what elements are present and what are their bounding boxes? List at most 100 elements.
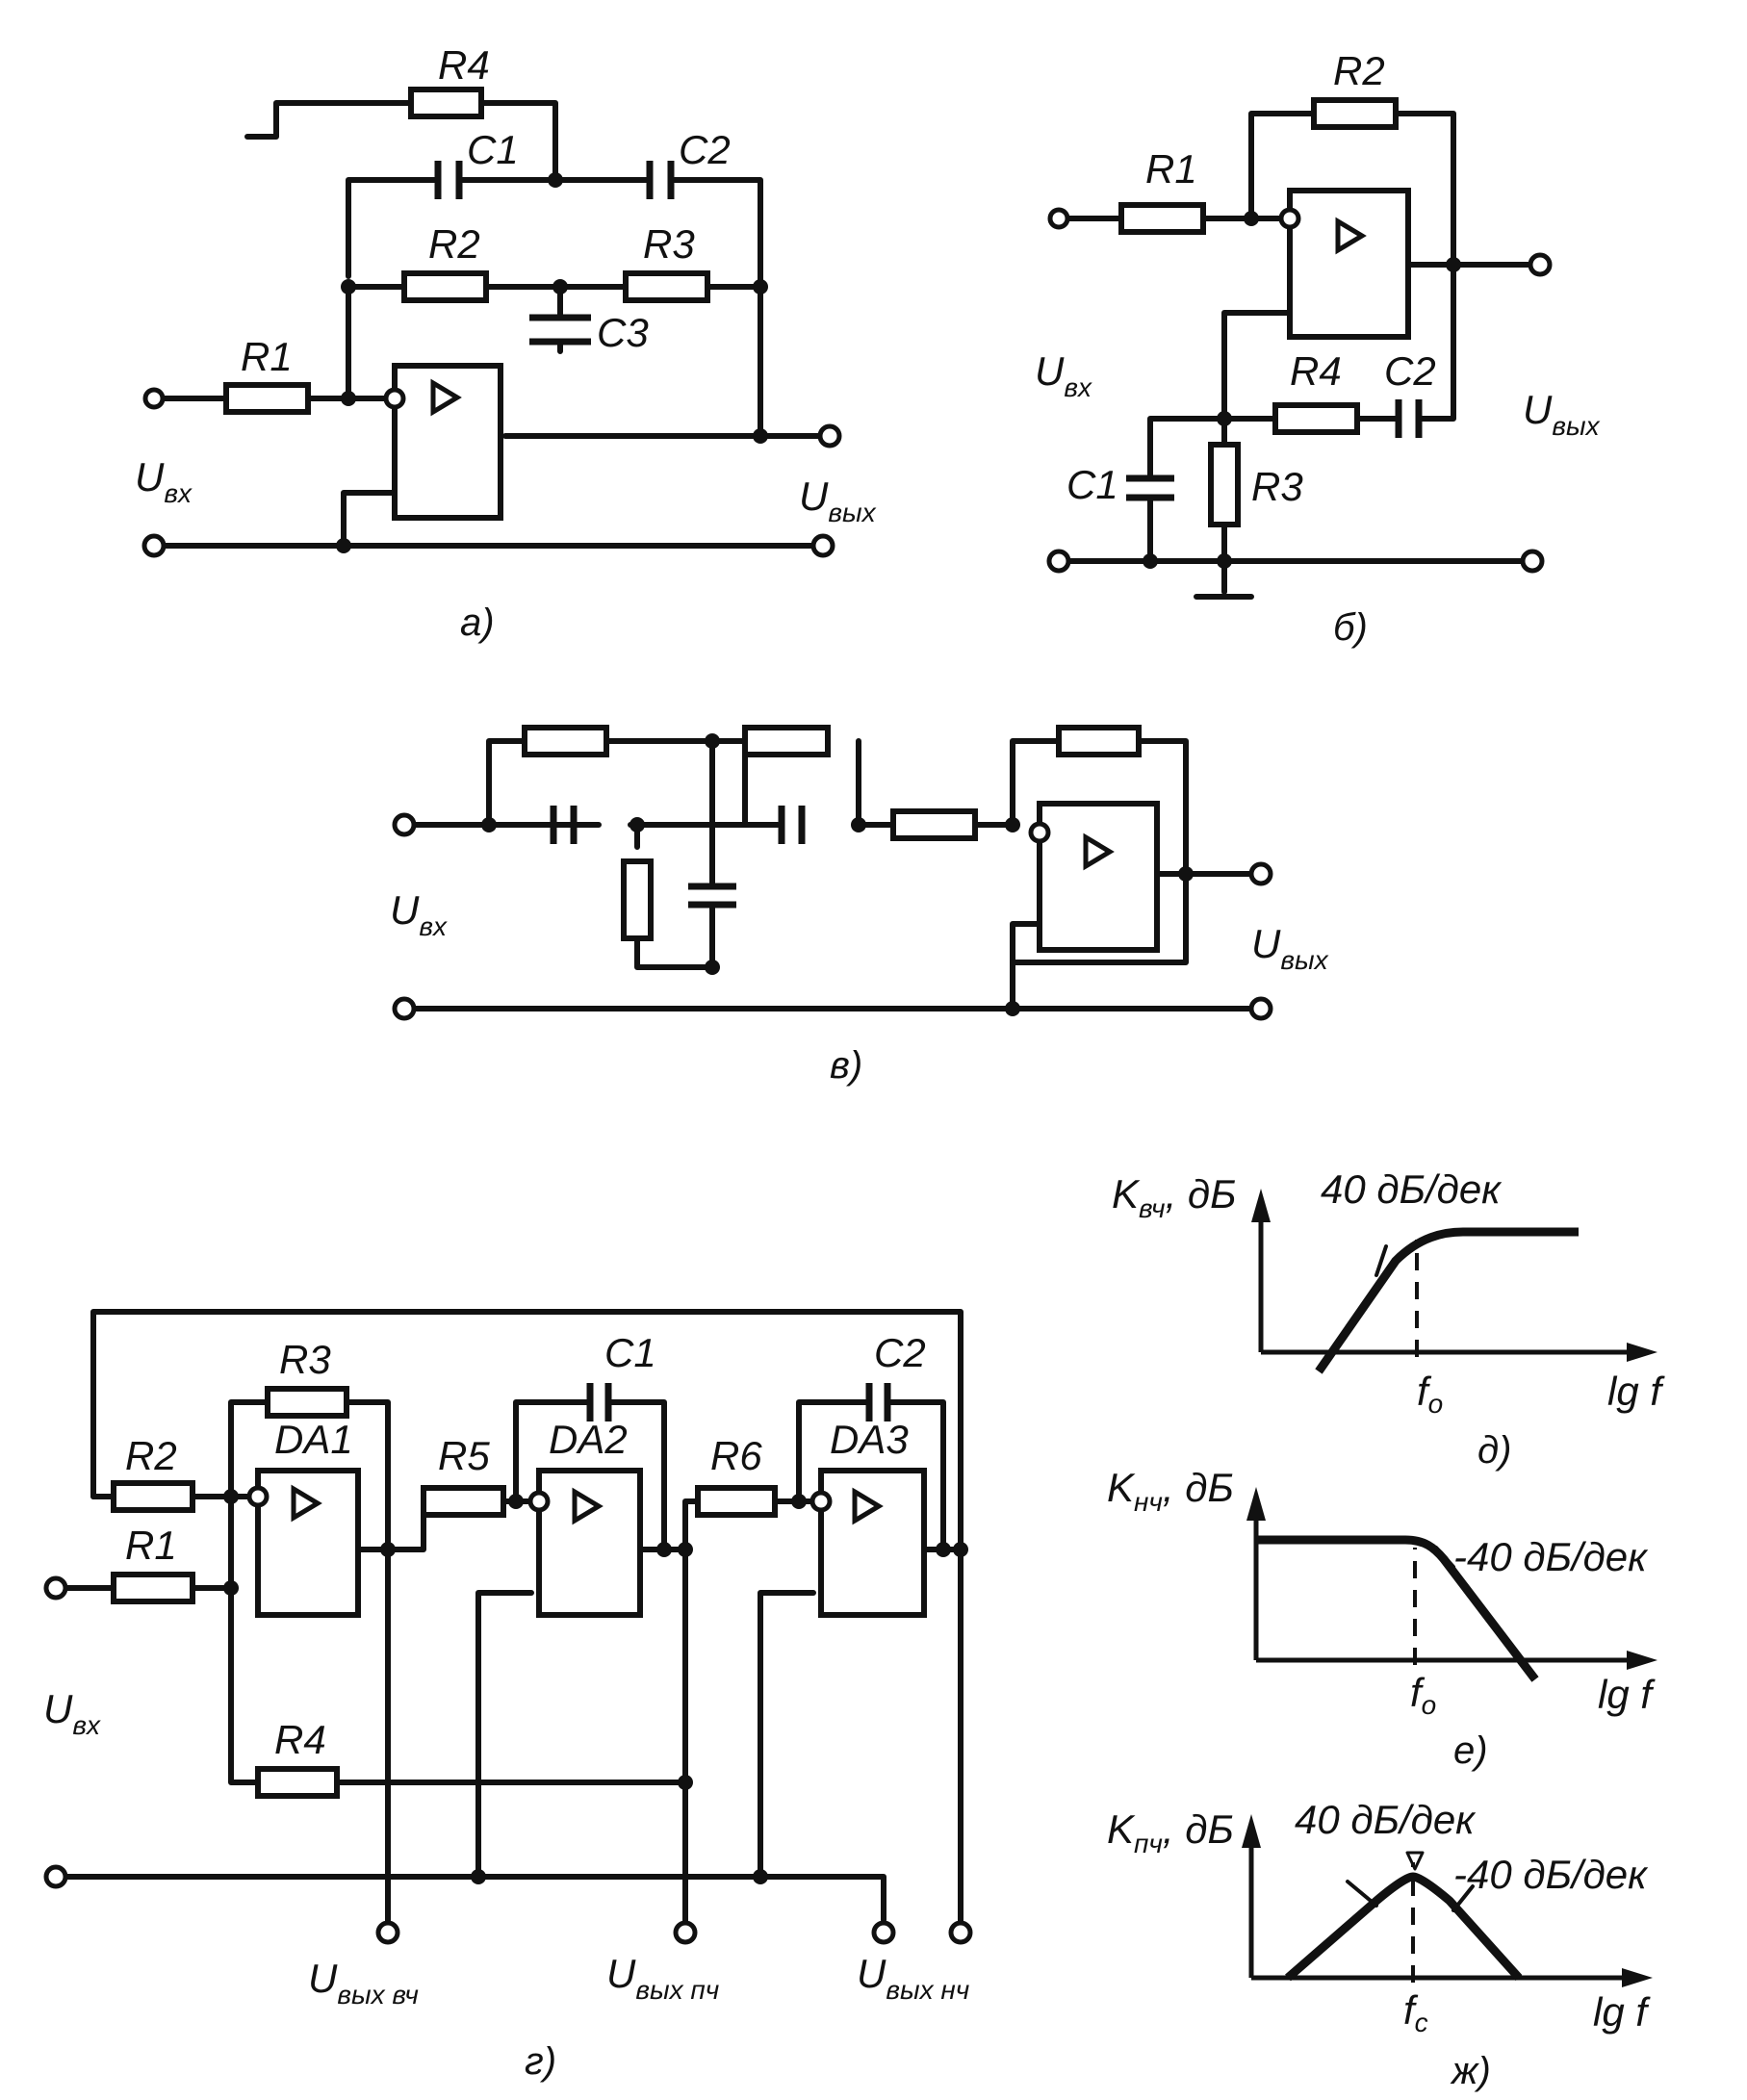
capacitor-b-c1 (1126, 474, 1174, 501)
label-g-r4: R4 (274, 1717, 326, 1762)
terminal-g-out-hf (375, 1920, 400, 1945)
label-zh-fc: fc (1403, 1987, 1428, 2037)
label-a-r2: R2 (428, 221, 480, 267)
label-g-c1: C1 (604, 1330, 656, 1375)
label-e-f0: fo (1410, 1670, 1436, 1720)
resistor-g-r4 (255, 1766, 340, 1799)
opamp-da1 (246, 1468, 361, 1618)
caption-e: е) (1453, 1729, 1488, 1772)
capacitor-c1 (434, 161, 463, 199)
label-e-xlabel: lg f (1598, 1672, 1656, 1717)
resistor-v-series (890, 808, 978, 841)
resistor-g-r3 (265, 1386, 349, 1419)
resistor-r1 (223, 382, 311, 415)
terminal-b-in (1047, 207, 1070, 230)
resistor-v-top2 (742, 725, 831, 757)
label-e-slope: -40 дБ/дек (1453, 1534, 1649, 1579)
terminal-a-gnd-in (141, 533, 167, 558)
label-v-uout: Uвых (1251, 921, 1329, 975)
terminal-g-in (43, 1575, 68, 1601)
label-d-slope: 40 дБ/дек (1321, 1166, 1503, 1212)
opamp-a (383, 363, 503, 521)
label-a-c3: C3 (597, 310, 649, 355)
opamp-v (1028, 801, 1160, 953)
label-g-out-hf: Uвых вч (308, 1956, 419, 2010)
label-b-r3: R3 (1251, 464, 1303, 509)
label-g-r6: R6 (710, 1433, 762, 1478)
label-a-r4: R4 (438, 42, 490, 88)
terminal-v-gnd-in (392, 996, 417, 1021)
terminal-b-gnd-out (1520, 549, 1545, 574)
terminal-a-out (817, 423, 842, 448)
terminal-v-gnd-out (1248, 996, 1273, 1021)
label-b-c2: C2 (1384, 348, 1436, 394)
capacitor-c2 (646, 161, 675, 199)
resistor-r2 (401, 270, 489, 303)
label-zh-slope-up: 40 дБ/дек (1295, 1797, 1477, 1842)
resistor-g-r1 (111, 1572, 195, 1604)
circuit-v: Uвх Uвых в) (390, 725, 1329, 1087)
circuit-a: R4 C1 C2 R2 R3 C3 R1 Uвх Uвых а) (135, 42, 877, 644)
resistor-r4 (408, 87, 484, 119)
plot-e: Kнч, дБ -40 дБ/дек fo lg f е) (1107, 1465, 1657, 1772)
curve-e (1256, 1535, 1539, 1682)
resistor-v-shunt (621, 858, 654, 941)
label-b-uout: Uвых (1523, 387, 1601, 441)
label-g-r3: R3 (279, 1337, 331, 1382)
capacitor-v-1 (550, 806, 578, 844)
resistor-g-r6 (695, 1485, 778, 1518)
curve-zh (1285, 1872, 1523, 1982)
curve-d (1315, 1227, 1579, 1374)
terminal-b-out (1528, 252, 1553, 277)
label-d-xlabel: lg f (1607, 1369, 1665, 1414)
circuit-b: R2 R1 R4 C2 R3 C1 Uвх Uвых б) (1035, 48, 1601, 649)
resistor-b-r3 (1208, 442, 1241, 527)
resistor-b-r2 (1311, 97, 1399, 130)
label-a-c1: C1 (467, 127, 519, 172)
label-g-r2: R2 (125, 1433, 177, 1478)
label-d-ylabel: Kвч, дБ (1112, 1171, 1236, 1223)
label-v-uin: Uвх (390, 887, 448, 941)
opamp-da2 (527, 1468, 643, 1618)
label-g-da1: DA1 (274, 1417, 353, 1462)
label-g-out-lf: Uвых нч (857, 1951, 969, 2005)
caption-zh: ж) (1450, 2050, 1491, 2092)
label-b-c1: C1 (1066, 462, 1118, 507)
label-a-uout: Uвых (799, 474, 877, 527)
label-e-ylabel: Kнч, дБ (1107, 1465, 1234, 1517)
caption-v: в) (830, 1044, 862, 1087)
label-zh-xlabel: lg f (1593, 1989, 1651, 2035)
capacitor-g-c2 (865, 1383, 891, 1421)
capacitor-v-2 (778, 806, 806, 844)
label-b-r1: R1 (1145, 146, 1197, 192)
caption-a: а) (460, 602, 495, 644)
resistor-r3 (623, 270, 710, 303)
resistor-b-r1 (1118, 202, 1206, 235)
label-d-f0: fo (1417, 1369, 1443, 1419)
label-g-da3: DA3 (830, 1417, 909, 1462)
label-g-r1: R1 (125, 1523, 177, 1568)
resistor-v-feedback (1056, 725, 1142, 757)
opamp-da3 (809, 1468, 927, 1618)
capacitor-b-c2 (1395, 399, 1423, 438)
terminal-g-out-bp (673, 1920, 698, 1945)
label-g-da2: DA2 (549, 1417, 628, 1462)
label-zh-ylabel: Kпч, дБ (1107, 1806, 1234, 1858)
label-a-r1: R1 (241, 334, 293, 379)
label-g-c2: C2 (874, 1330, 926, 1375)
terminal-g-gnd (43, 1864, 68, 1889)
plot-d: Kвч, дБ 40 дБ/дек fo lg f д) (1112, 1166, 1665, 1472)
label-b-uin: Uвх (1035, 348, 1092, 402)
terminal-g-out-lf (948, 1920, 973, 1945)
label-b-r4: R4 (1290, 348, 1342, 394)
resistor-b-r4 (1272, 402, 1360, 435)
circuit-g: R2 R1 R3 DA1 R5 C1 DA2 R6 C2 DA3 R4 Uвх … (43, 1309, 973, 2083)
resistor-v-top1 (522, 725, 609, 757)
caption-g: г) (525, 2040, 556, 2083)
label-g-r5: R5 (438, 1433, 490, 1478)
terminal-b-gnd-in (1046, 549, 1071, 574)
label-a-c2: C2 (679, 127, 731, 172)
capacitor-v-3 (688, 883, 736, 909)
terminal-a-gnd-out (810, 533, 835, 558)
label-g-out-bp: Uвых пч (606, 1951, 719, 2005)
